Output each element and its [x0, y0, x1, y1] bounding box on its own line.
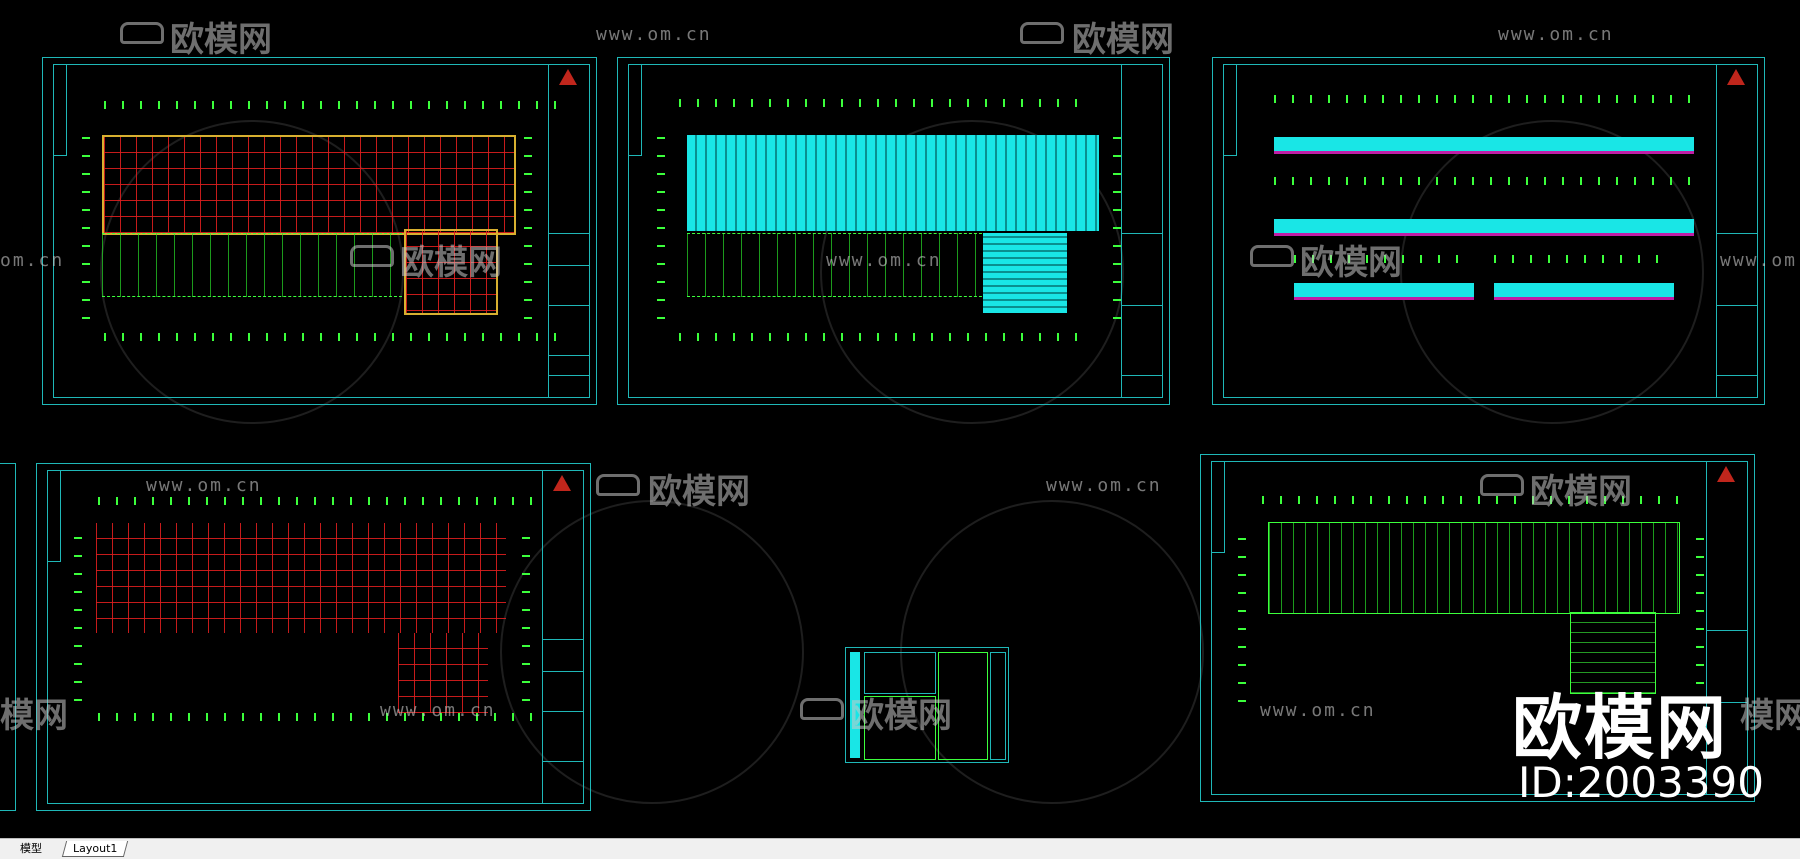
- sheet-top-right[interactable]: [1212, 57, 1765, 405]
- detail-block: [938, 652, 988, 760]
- dimension-row: [1262, 496, 1682, 504]
- watermark-logo-icon: [1020, 22, 1064, 44]
- dimension-row: [679, 333, 1079, 341]
- tab-model[interactable]: 模型: [12, 841, 50, 857]
- dimension-row: [104, 333, 564, 341]
- sheet-left-strip: [1224, 65, 1237, 156]
- sheet-partial-left[interactable]: [0, 463, 16, 811]
- watermark-url: www.om.cn: [380, 700, 496, 721]
- sheet-left-strip: [1212, 462, 1225, 553]
- watermark-circle: [500, 500, 804, 804]
- dimension-row: [1274, 95, 1694, 103]
- watermark-url: www.om.cn: [1260, 700, 1376, 721]
- detail-title-block: [990, 652, 1006, 760]
- watermark-url: www.om.cn: [1046, 475, 1162, 496]
- watermark-url: www.om.cn: [826, 250, 942, 271]
- sheet-border: [53, 64, 590, 398]
- detail-block: [864, 696, 936, 760]
- tab-layout1-label: Layout1: [73, 842, 118, 855]
- watermark-url: www.om.cn: [1720, 250, 1800, 271]
- frame-grid: [96, 523, 506, 633]
- watermark-brand: 欧模网: [1530, 472, 1632, 512]
- watermark-url: om.cn: [0, 250, 65, 271]
- watermark-logo-icon: [350, 245, 394, 267]
- company-logo-icon: [1727, 69, 1745, 85]
- dimension-column: [524, 129, 532, 319]
- floor-plan-annex: [404, 229, 498, 315]
- dimension-row: [98, 497, 548, 505]
- company-logo-icon: [553, 475, 571, 491]
- roof-plan-lower: [687, 233, 987, 297]
- sheet-border: [628, 64, 1163, 398]
- watermark-brand: 欧模网: [170, 20, 272, 60]
- watermark-brand: 欧模网: [1072, 20, 1174, 60]
- tab-layout1[interactable]: Layout1: [61, 841, 129, 857]
- dimension-row: [679, 99, 1079, 107]
- watermark-url: www.om.cn: [1498, 24, 1614, 45]
- company-logo-icon: [1717, 466, 1735, 482]
- elevation-2: [1274, 219, 1694, 236]
- watermark-brand: 欧模网: [1300, 243, 1402, 283]
- dimension-column: [74, 521, 82, 701]
- sheet-bottom-right[interactable]: [1200, 454, 1755, 802]
- sheet-border: [1211, 461, 1748, 795]
- elevation-3: [1294, 283, 1474, 300]
- floor-plan-grid: [102, 135, 516, 235]
- dimension-column: [1113, 129, 1121, 319]
- dimension-row: [98, 713, 548, 721]
- dimension-row: [1294, 255, 1474, 263]
- watermark-logo-icon: [120, 22, 164, 44]
- title-block: [542, 471, 583, 803]
- company-logo-icon: [559, 69, 577, 85]
- dimension-column: [657, 129, 665, 319]
- overlay-id: ID:2003390: [1518, 758, 1764, 807]
- roof-annex-panels: [983, 233, 1067, 313]
- title-block: [1121, 65, 1162, 397]
- drawing-canvas[interactable]: 欧模网 www.om.cn 欧模网 www.om.cn om.cn 欧模网 ww…: [0, 0, 1800, 838]
- dimension-row: [1274, 177, 1694, 185]
- sheet-detail[interactable]: [845, 647, 1009, 763]
- overlay-brand: 欧模网: [1512, 687, 1728, 769]
- sheet-left-strip: [54, 65, 67, 156]
- elevation-4: [1494, 283, 1674, 300]
- watermark-brand: 欧模网: [850, 696, 952, 736]
- title-block: [1716, 65, 1757, 397]
- watermark-logo-icon: [800, 698, 844, 720]
- roof-framing-grid: [1268, 522, 1680, 614]
- sheet-bottom-left[interactable]: [36, 463, 591, 811]
- dimension-row: [104, 101, 564, 109]
- sheet-border: [47, 470, 584, 804]
- watermark-url: www.om.cn: [146, 475, 262, 496]
- elevation-1: [1274, 137, 1694, 154]
- watermark-brand: 模网: [0, 696, 68, 736]
- dimension-column: [522, 521, 530, 701]
- watermark-circle: [100, 120, 404, 424]
- sheet-top-middle[interactable]: [617, 57, 1170, 405]
- title-block: [1706, 462, 1747, 794]
- sheet-top-left[interactable]: [42, 57, 597, 405]
- sheet-left-strip: [48, 471, 61, 562]
- title-block: [548, 65, 589, 397]
- dimension-row: [1494, 255, 1674, 263]
- watermark-url: www.om.cn: [596, 24, 712, 45]
- watermark-brand: 欧模网: [400, 243, 502, 283]
- watermark-logo-icon: [596, 474, 640, 496]
- watermark-brand: 模网: [1740, 696, 1800, 736]
- layout-tab-bar: 模型 Layout1: [0, 838, 1800, 859]
- dimension-column: [1238, 522, 1246, 702]
- dimension-column: [82, 129, 90, 319]
- watermark-brand: 欧模网: [648, 472, 750, 512]
- watermark-circle: [1400, 120, 1704, 424]
- sheet-border: [1223, 64, 1758, 398]
- detail-block: [864, 652, 936, 694]
- dimension-column: [1696, 522, 1704, 702]
- sheet-left-strip: [629, 65, 642, 156]
- watermark-logo-icon: [1250, 245, 1294, 267]
- roof-panels: [687, 135, 1099, 231]
- frame-grid-annex: [398, 633, 488, 713]
- roof-framing-annex: [1570, 612, 1656, 694]
- watermark-logo-icon: [1480, 474, 1524, 496]
